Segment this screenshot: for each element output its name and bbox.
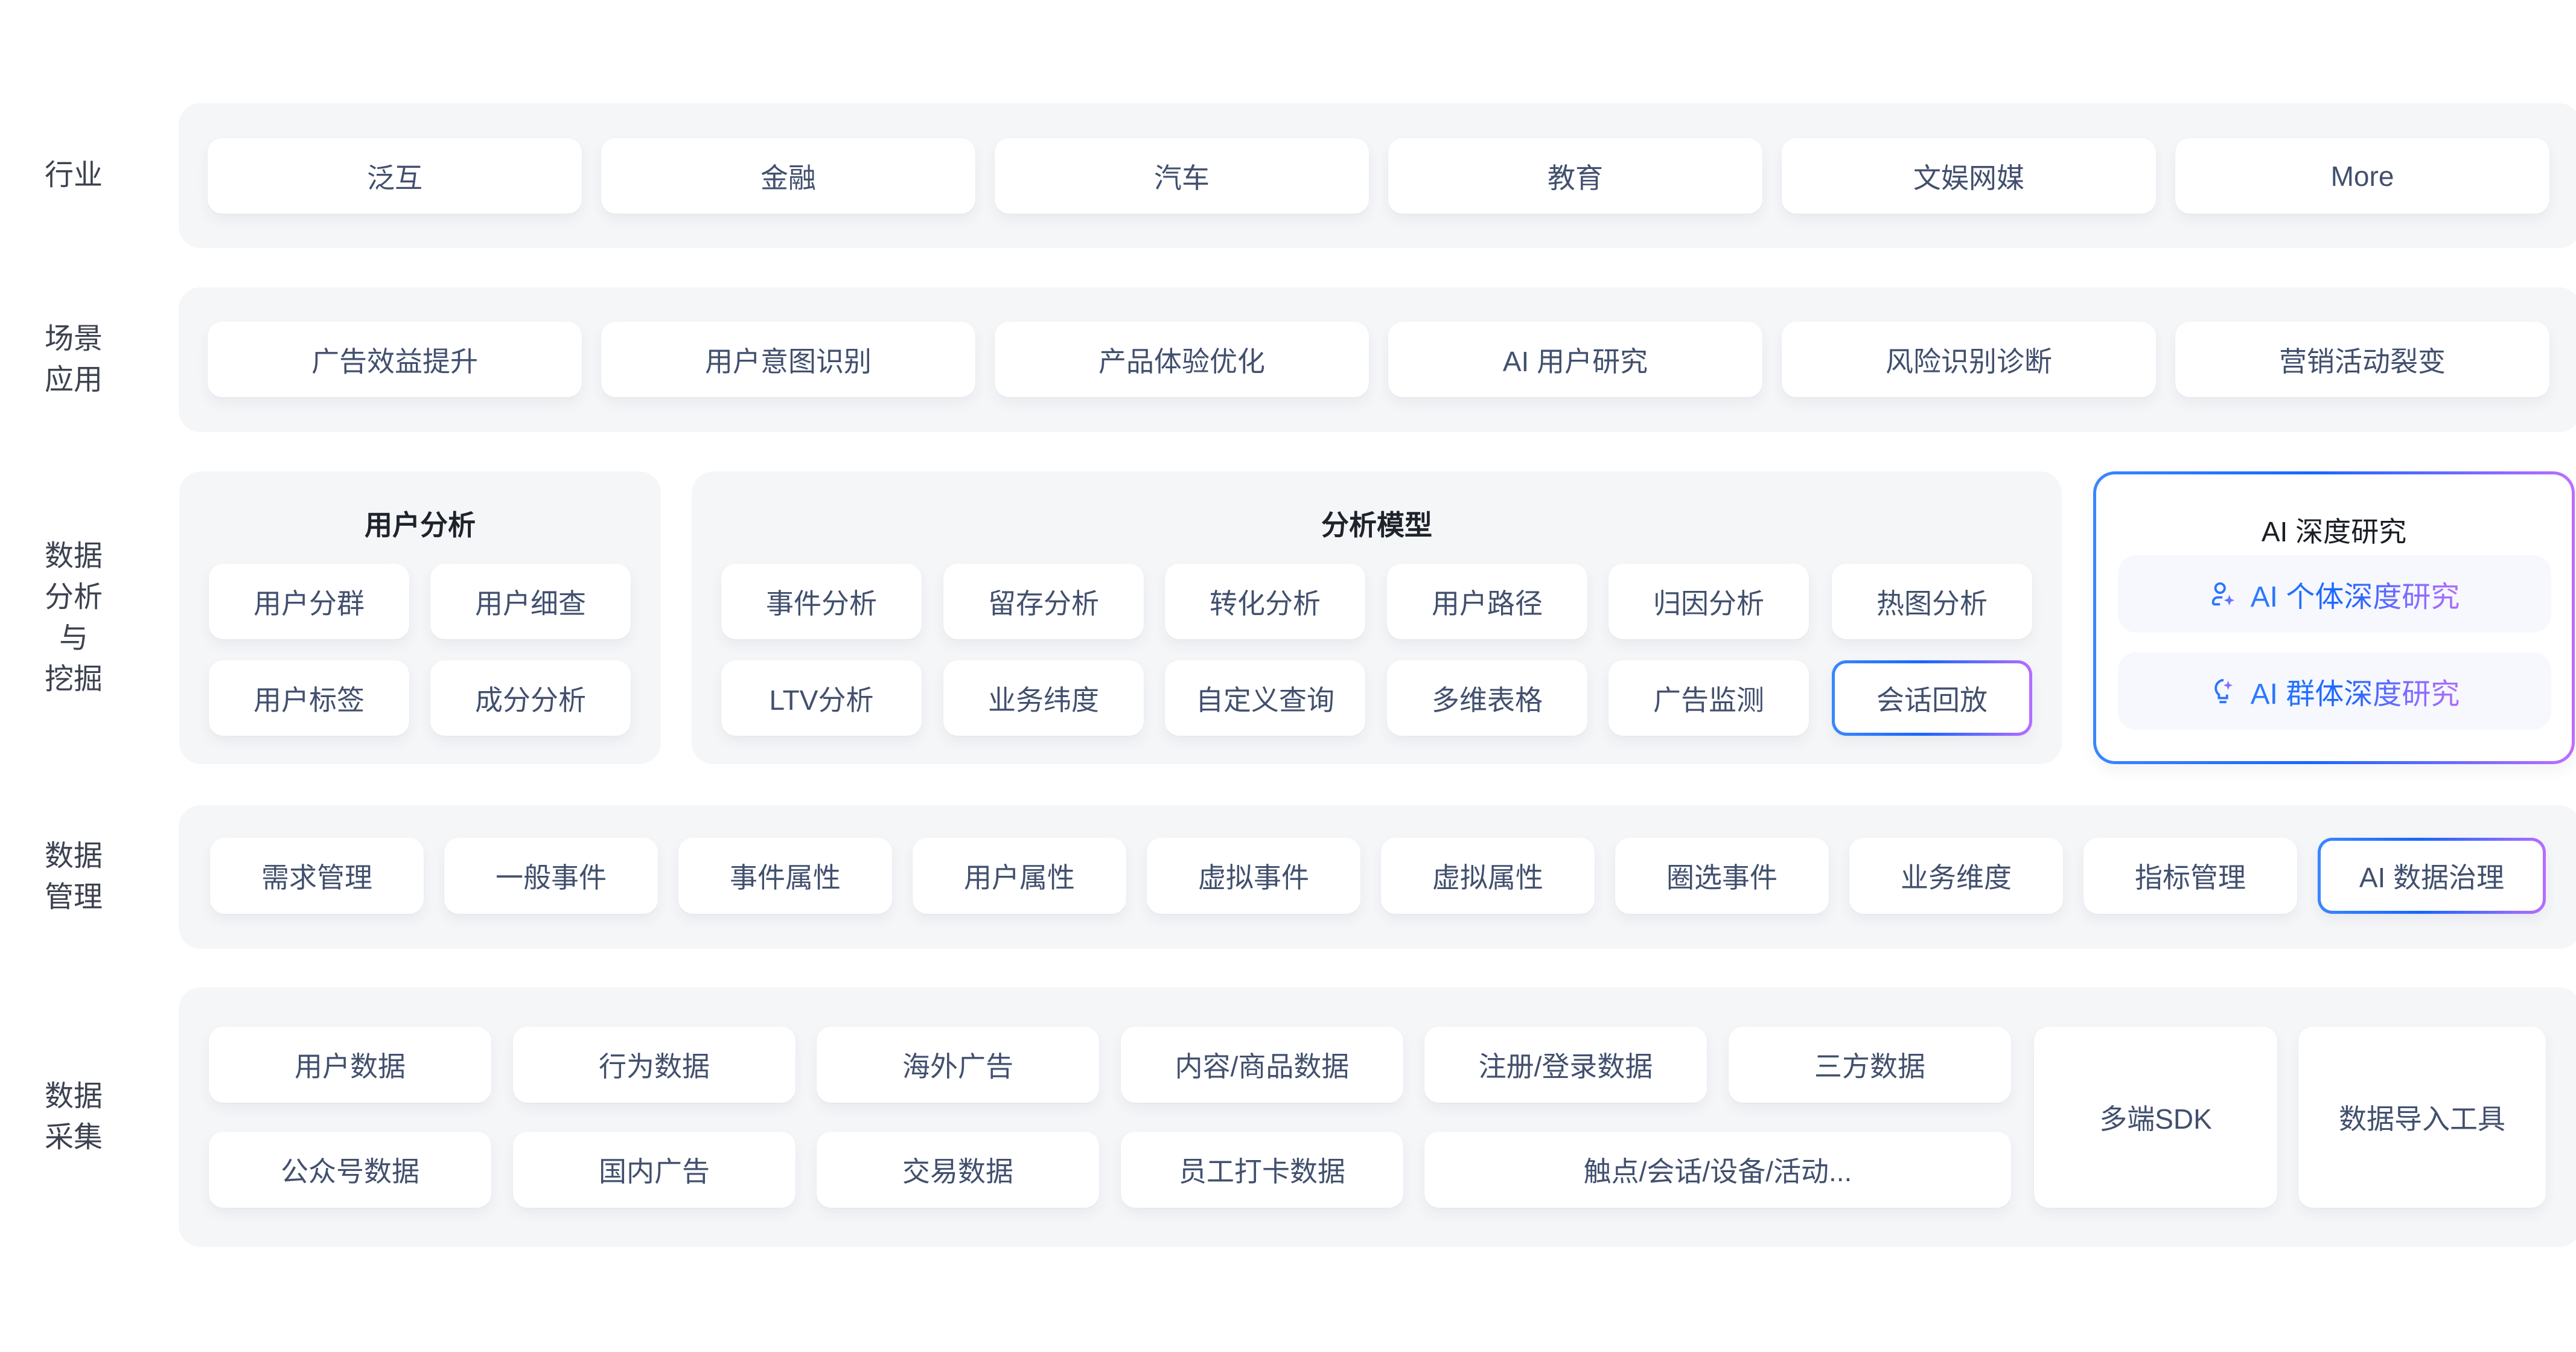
dm-item-virtual-properties[interactable]: 虚拟属性: [1381, 838, 1595, 914]
dm-item-user-properties[interactable]: 用户属性: [913, 838, 1126, 914]
row-label-data-management: 数据 管理: [36, 805, 111, 949]
dc-item-user-data[interactable]: 用户数据: [209, 1027, 491, 1103]
ai-individual-research-button[interactable]: AI 个体深度研究: [2118, 555, 2551, 633]
model-item-attribution[interactable]: 归因分析: [1608, 564, 1809, 639]
dc-item-transaction-data[interactable]: 交易数据: [817, 1132, 1099, 1208]
user-analysis-item-detail[interactable]: 用户细查: [430, 564, 631, 639]
analysis-models-title: 分析模型: [1321, 509, 1432, 541]
model-item-business-dimension[interactable]: 业务纬度: [943, 660, 1144, 736]
row-label-analysis: 数据 分析 与 挖掘: [36, 471, 111, 764]
data-collection-label-line2: 采集: [44, 1121, 103, 1153]
scenario-item-product-experience[interactable]: 产品体验优化: [995, 322, 1369, 397]
dm-item-general-events[interactable]: 一般事件: [444, 838, 658, 914]
dc-item-domestic-ads[interactable]: 国内广告: [513, 1132, 795, 1208]
industry-item-fanhu[interactable]: 泛互: [208, 138, 582, 214]
dc-item-touchpoint-session-device-activity[interactable]: 触点/会话/设备/活动...: [1424, 1132, 2011, 1208]
user-analysis-item-composition[interactable]: 成分分析: [430, 660, 631, 736]
dc-item-signup-login-data[interactable]: 注册/登录数据: [1424, 1027, 1707, 1103]
row-label-data-collection: 数据 采集: [36, 987, 111, 1247]
user-analysis-item-tags[interactable]: 用户标签: [209, 660, 409, 736]
scenario-item-intent-recognition[interactable]: 用户意图识别: [601, 322, 975, 397]
model-item-pivot-table[interactable]: 多维表格: [1387, 660, 1587, 736]
dc-item-multi-sdk[interactable]: 多端SDK: [2034, 1027, 2277, 1208]
scenario-item-ai-user-research[interactable]: AI 用户研究: [1388, 322, 1762, 397]
analysis-label-line2: 分析: [44, 581, 103, 613]
user-analysis-title: 用户分析: [365, 509, 476, 541]
analysis-label-line3: 与: [59, 622, 88, 654]
dm-item-ai-governance[interactable]: AI 数据治理: [2318, 838, 2546, 914]
analysis-label-line4: 挖掘: [44, 663, 103, 695]
dm-item-circled-events[interactable]: 圈选事件: [1615, 838, 1829, 914]
dm-item-event-properties[interactable]: 事件属性: [678, 838, 892, 914]
dc-item-content-product-data[interactable]: 内容/商品数据: [1121, 1027, 1403, 1103]
dc-item-third-party-data[interactable]: 三方数据: [1729, 1027, 2011, 1103]
model-item-custom-query[interactable]: 自定义查询: [1165, 660, 1365, 736]
industry-item-more[interactable]: More: [2175, 138, 2549, 214]
scenario-item-risk-diagnosis[interactable]: 风险识别诊断: [1782, 322, 2156, 397]
ai-group-research-label: AI 群体深度研究: [2251, 670, 2460, 712]
dc-item-official-account-data[interactable]: 公众号数据: [209, 1132, 491, 1208]
dm-item-virtual-events[interactable]: 虚拟事件: [1147, 838, 1360, 914]
row-label-industry: 行业: [36, 103, 111, 248]
dc-item-behavior-data[interactable]: 行为数据: [513, 1027, 795, 1103]
scenario-item-ad-efficiency[interactable]: 广告效益提升: [208, 322, 582, 397]
lightbulb-sparkle-icon: [2214, 678, 2233, 704]
ai-group-research-button[interactable]: AI 群体深度研究: [2118, 652, 2551, 730]
scenario-label-line1: 场景: [44, 323, 103, 355]
data-management-label-line1: 数据: [44, 840, 103, 872]
model-item-ltv[interactable]: LTV分析: [721, 660, 922, 736]
model-item-session-replay[interactable]: 会话回放: [1832, 660, 2032, 736]
ai-individual-research-label: AI 个体深度研究: [2251, 573, 2460, 615]
model-item-ad-monitoring[interactable]: 广告监测: [1608, 660, 1809, 736]
user-sparkle-icon: [2211, 582, 2234, 606]
scenario-label-line2: 应用: [44, 364, 103, 396]
industry-item-finance[interactable]: 金融: [601, 138, 975, 214]
user-analysis-item-segmentation[interactable]: 用户分群: [209, 564, 409, 639]
model-item-conversion-analysis[interactable]: 转化分析: [1165, 564, 1365, 639]
dc-item-employee-checkin-data[interactable]: 员工打卡数据: [1121, 1132, 1403, 1208]
dc-item-data-import-tool[interactable]: 数据导入工具: [2298, 1027, 2546, 1208]
model-item-retention-analysis[interactable]: 留存分析: [943, 564, 1144, 639]
dm-item-requirements[interactable]: 需求管理: [210, 838, 424, 914]
data-management-label-line2: 管理: [44, 881, 103, 913]
dm-item-business-dimension[interactable]: 业务维度: [1849, 838, 2063, 914]
industry-item-auto[interactable]: 汽车: [995, 138, 1369, 214]
dm-item-metrics[interactable]: 指标管理: [2083, 838, 2297, 914]
model-item-user-path[interactable]: 用户路径: [1387, 564, 1587, 639]
scenario-item-marketing-fission[interactable]: 营销活动裂变: [2175, 322, 2549, 397]
ai-research-title: AI 深度研究: [2261, 516, 2407, 547]
industry-item-entertainment[interactable]: 文娱网媒: [1782, 138, 2156, 214]
dc-item-overseas-ads[interactable]: 海外广告: [817, 1027, 1099, 1103]
model-item-heatmap[interactable]: 热图分析: [1832, 564, 2032, 639]
industry-label: 行业: [44, 159, 103, 191]
model-item-event-analysis[interactable]: 事件分析: [721, 564, 922, 639]
data-collection-label-line1: 数据: [44, 1080, 103, 1112]
analysis-label-line1: 数据: [44, 540, 103, 572]
industry-item-education[interactable]: 教育: [1388, 138, 1762, 214]
row-label-scenario: 场景 应用: [36, 287, 111, 432]
